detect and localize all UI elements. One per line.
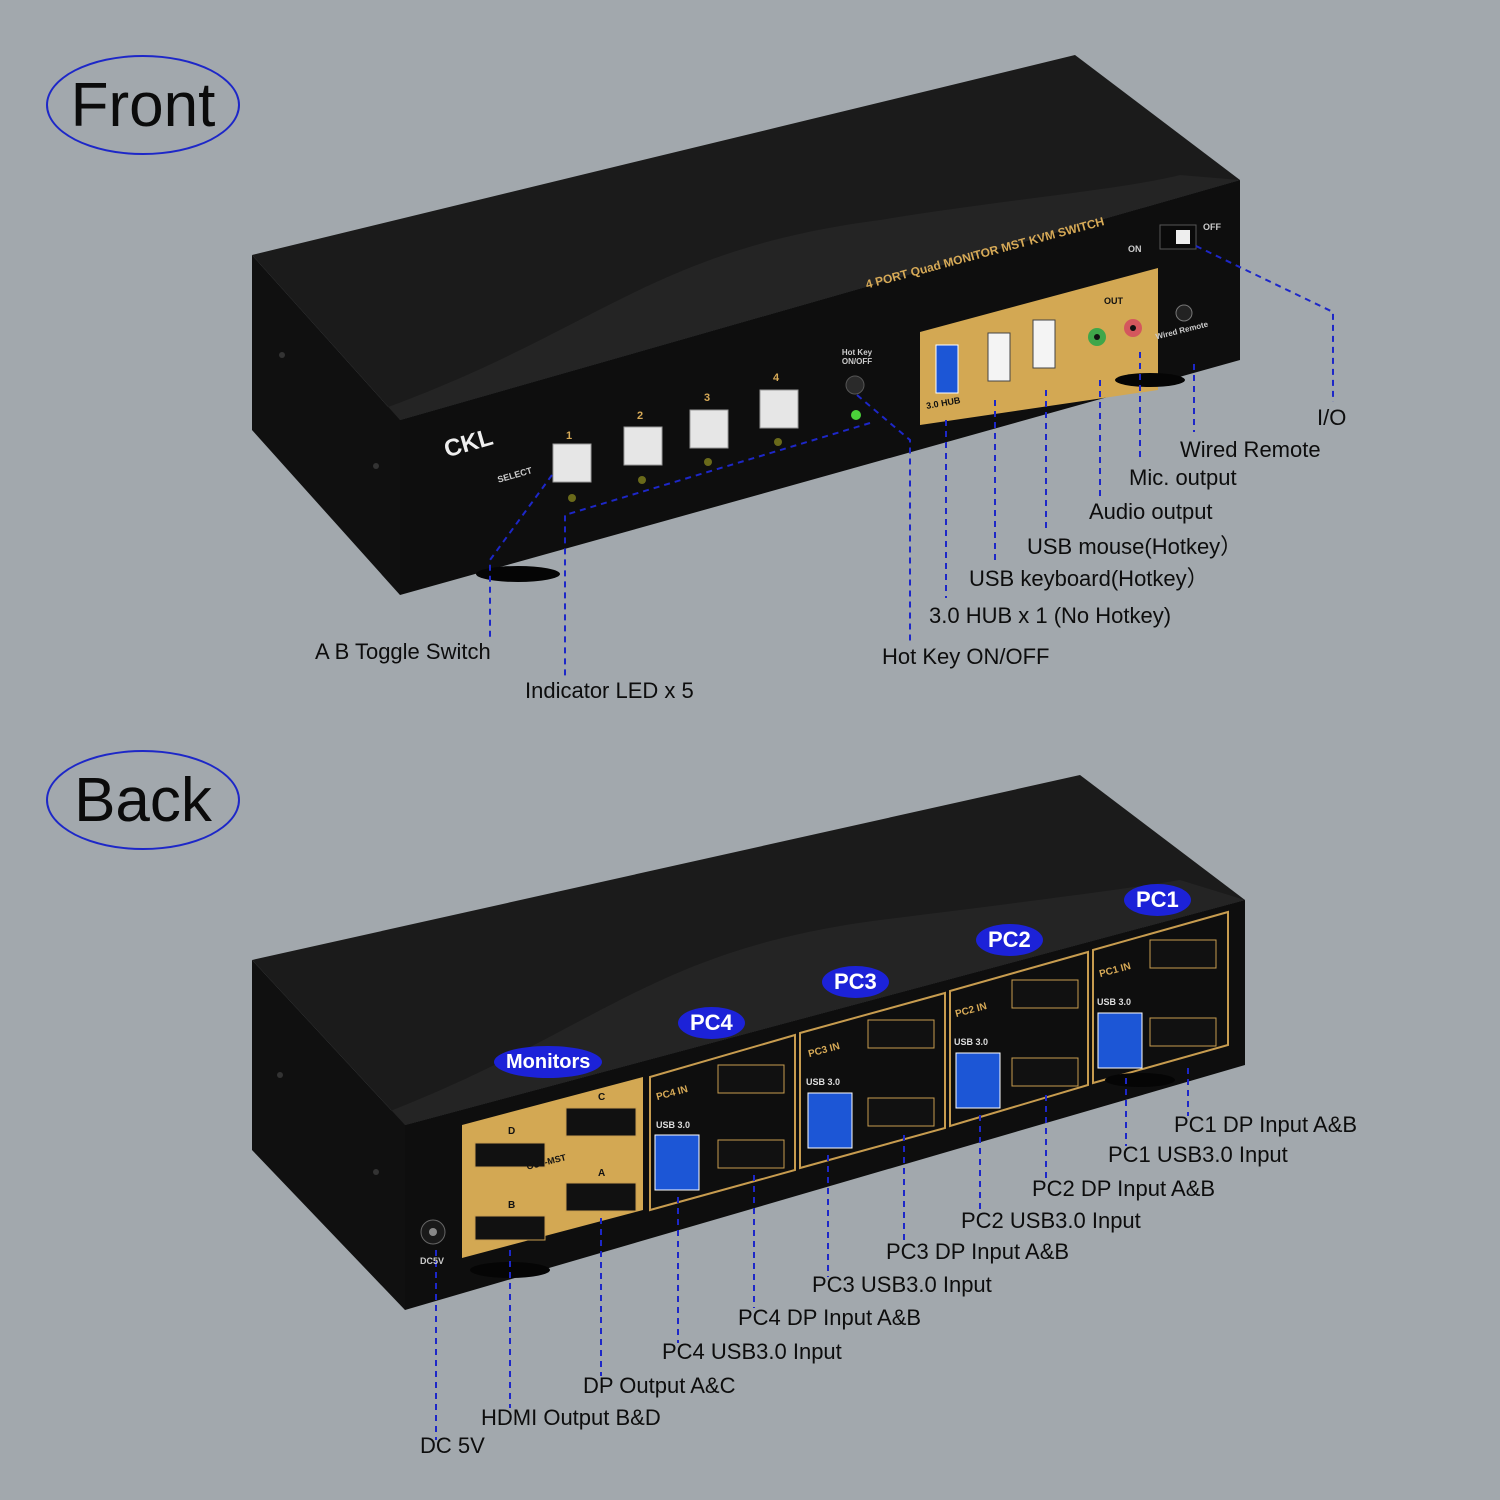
callout-hotkey: Hot Key ON/OFF: [882, 644, 1050, 669]
back-foot-left: [470, 1262, 550, 1278]
led-1: [568, 494, 576, 502]
callout-pc1-dp: PC1 DP Input A&B: [1174, 1112, 1358, 1137]
port-letter-d: D: [508, 1126, 516, 1137]
callout-ab-toggle: A B Toggle Switch: [315, 639, 491, 664]
callout-mic-output: Mic. output: [1129, 465, 1237, 490]
front-foot-right: [1115, 373, 1185, 387]
pc4-usb-port: [654, 1134, 700, 1191]
pc3-usb-port: [807, 1092, 853, 1149]
led-4: [774, 438, 782, 446]
pc3-section: [799, 991, 946, 1170]
select-button-3: [689, 409, 729, 449]
usb-hub-port: [935, 344, 959, 394]
back-device-left-side: [252, 960, 405, 1310]
led-hotkey: [851, 410, 861, 420]
callout-pc4-dp: PC4 DP Input A&B: [738, 1305, 922, 1330]
badge-pc2: PC2: [976, 924, 1043, 956]
badge-pc4: PC4: [678, 1007, 745, 1039]
callout-pc4-usb: PC4 USB3.0 Input: [662, 1339, 842, 1364]
select-button-2: [623, 426, 663, 466]
wired-remote-jack: [1175, 304, 1193, 322]
back-foot-right: [1105, 1073, 1175, 1087]
back-screw-2: [373, 1169, 379, 1175]
pc4-dp-a: [717, 1139, 785, 1169]
front-screw-2: [373, 463, 379, 469]
led-2: [638, 476, 646, 484]
pc1-usb-port: [1097, 1012, 1143, 1069]
pc4-section: [649, 1033, 796, 1212]
usb-keyboard-port: [987, 332, 1011, 382]
callout-hdmi-output: HDMI Output B&D: [481, 1405, 661, 1430]
front-device-top: [252, 55, 1240, 420]
pc1-dp-b: [1149, 939, 1217, 969]
led-3: [704, 458, 712, 466]
callout-pc1-usb: PC1 USB3.0 Input: [1108, 1142, 1288, 1167]
callout-hub: 3.0 HUB x 1 (No Hotkey): [929, 603, 1172, 628]
front-screw-1: [279, 352, 285, 358]
hotkey-button: [845, 375, 865, 395]
dp-port-a: [565, 1182, 637, 1212]
pc4-usb-label: USB 3.0: [656, 1120, 691, 1130]
pc3-dp-a: [867, 1097, 935, 1127]
pc1-usb-label: USB 3.0: [1097, 997, 1132, 1007]
callout-pc3-dp: PC3 DP Input A&B: [886, 1239, 1070, 1264]
badge-pc3: PC3: [822, 966, 889, 998]
button-label-3: 3: [704, 392, 711, 404]
usb-mouse-port: [1032, 319, 1056, 369]
callout-wired-remote: Wired Remote: [1180, 437, 1321, 462]
front-device: [252, 55, 1240, 595]
front-title: Front: [46, 55, 240, 155]
callout-usb-keyboard: USB keyboard(Hotkey）: [969, 566, 1209, 591]
callout-pc3-usb: PC3 USB3.0 Input: [812, 1272, 992, 1297]
front-device-left-side: [252, 255, 400, 595]
port-letter-c: C: [598, 1092, 606, 1103]
callout-io: I/O: [1317, 405, 1347, 430]
callout-pc2-usb: PC2 USB3.0 Input: [961, 1208, 1141, 1233]
callout-dc5v: DC 5V: [420, 1433, 485, 1458]
select-button-4: [759, 389, 799, 429]
front-leader-lines: [489, 245, 1334, 678]
button-label-2: 2: [637, 410, 644, 422]
pc1-section: [1092, 910, 1229, 1085]
button-label-4: 4: [773, 372, 780, 384]
port-letter-b: B: [508, 1200, 516, 1211]
callout-usb-mouse: USB mouse(Hotkey）: [1027, 534, 1243, 559]
front-device-face: [400, 180, 1240, 595]
switch-on-label: ON: [1128, 244, 1142, 254]
front-foot-left: [476, 566, 560, 582]
select-button-1: [552, 443, 592, 483]
dp-port-c: [565, 1107, 637, 1137]
back-leader-lines: [435, 1068, 1189, 1440]
pc1-dp-a: [1149, 1017, 1217, 1047]
pc2-section: [949, 950, 1089, 1128]
pc2-usb-label: USB 3.0: [954, 1037, 989, 1047]
hotkey-label: Hot Key ON/OFF: [841, 348, 873, 366]
callout-dp-output: DP Output A&C: [583, 1373, 736, 1398]
hdmi-port-b: [474, 1215, 546, 1241]
back-screw-1: [277, 1072, 283, 1078]
pc2-dp-a: [1011, 1057, 1079, 1087]
front-device-top-ridge: [380, 175, 1240, 420]
callout-pc2-dp: PC2 DP Input A&B: [1032, 1176, 1216, 1201]
badge-pc1: PC1: [1124, 884, 1191, 916]
badge-monitors: Monitors: [494, 1046, 603, 1078]
switch-off-label: OFF: [1203, 222, 1221, 232]
callout-indicator-led: Indicator LED x 5: [525, 678, 694, 703]
out-label: OUT: [1104, 296, 1123, 306]
callout-audio-output: Audio output: [1089, 499, 1213, 524]
pc2-usb-port: [955, 1052, 1001, 1109]
pc3-dp-b: [867, 1019, 935, 1049]
hdmi-port-d: [474, 1142, 546, 1168]
port-letter-a: A: [598, 1168, 606, 1179]
button-label-1: 1: [566, 430, 573, 442]
pc2-dp-b: [1011, 979, 1079, 1009]
pc4-dp-b: [717, 1064, 785, 1094]
back-title: Back: [46, 750, 240, 850]
pc3-usb-label: USB 3.0: [806, 1077, 841, 1087]
dc-label: DC5V: [420, 1256, 445, 1266]
